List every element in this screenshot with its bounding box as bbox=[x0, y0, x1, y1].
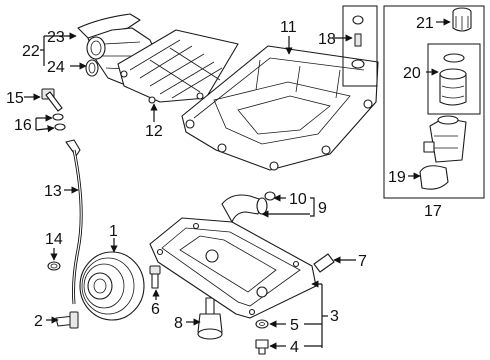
callout-17: 17 bbox=[424, 203, 442, 220]
seals-16 bbox=[52, 113, 66, 131]
callout-7: 7 bbox=[358, 253, 367, 270]
callout-1: 1 bbox=[109, 223, 118, 240]
drain-bolt-4 bbox=[255, 339, 269, 355]
pulley-1 bbox=[79, 251, 145, 321]
callout-labels: 1 2 3 4 5 6 7 8 9 10 11 12 13 14 15 16 1… bbox=[6, 15, 442, 356]
callout-5: 5 bbox=[290, 317, 299, 334]
callout-3: 3 bbox=[330, 308, 339, 325]
bolt-15 bbox=[41, 88, 63, 112]
plug-7 bbox=[313, 253, 335, 273]
callout-4: 4 bbox=[290, 339, 299, 356]
callout-6: 6 bbox=[151, 301, 160, 318]
callout-2: 2 bbox=[34, 313, 43, 330]
upper-oil-pan-11 bbox=[181, 45, 379, 171]
bolt-6 bbox=[149, 265, 161, 289]
callout-8: 8 bbox=[174, 315, 183, 332]
callout-13: 13 bbox=[44, 183, 62, 200]
callout-10: 10 bbox=[289, 191, 307, 208]
washer-5 bbox=[255, 319, 269, 329]
dipstick-tube-13 bbox=[65, 139, 83, 305]
lower-oil-pan-3 bbox=[149, 217, 317, 319]
callout-18: 18 bbox=[318, 31, 336, 48]
oil-filter-housing-17-box bbox=[383, 5, 485, 199]
callout-12: 12 bbox=[145, 123, 163, 140]
callout-21: 21 bbox=[416, 15, 434, 32]
oil-baffle-12 bbox=[117, 29, 239, 104]
callout-24: 24 bbox=[47, 59, 65, 76]
pipe-10 bbox=[221, 191, 276, 223]
sensor-8 bbox=[197, 297, 223, 340]
bolt-2 bbox=[55, 311, 79, 329]
callout-19: 19 bbox=[388, 169, 406, 186]
callout-14: 14 bbox=[45, 231, 63, 248]
leader-lines bbox=[24, 18, 451, 350]
gasket-24 bbox=[85, 59, 99, 77]
callout-15: 15 bbox=[6, 90, 24, 107]
callout-22: 22 bbox=[22, 43, 40, 60]
plug-14 bbox=[47, 261, 61, 271]
seal-kit-18-box bbox=[342, 5, 378, 87]
callout-23: 23 bbox=[47, 29, 65, 46]
callout-11: 11 bbox=[280, 19, 297, 36]
callout-9: 9 bbox=[318, 200, 327, 217]
callout-16: 16 bbox=[14, 117, 32, 134]
callout-20: 20 bbox=[403, 65, 421, 82]
